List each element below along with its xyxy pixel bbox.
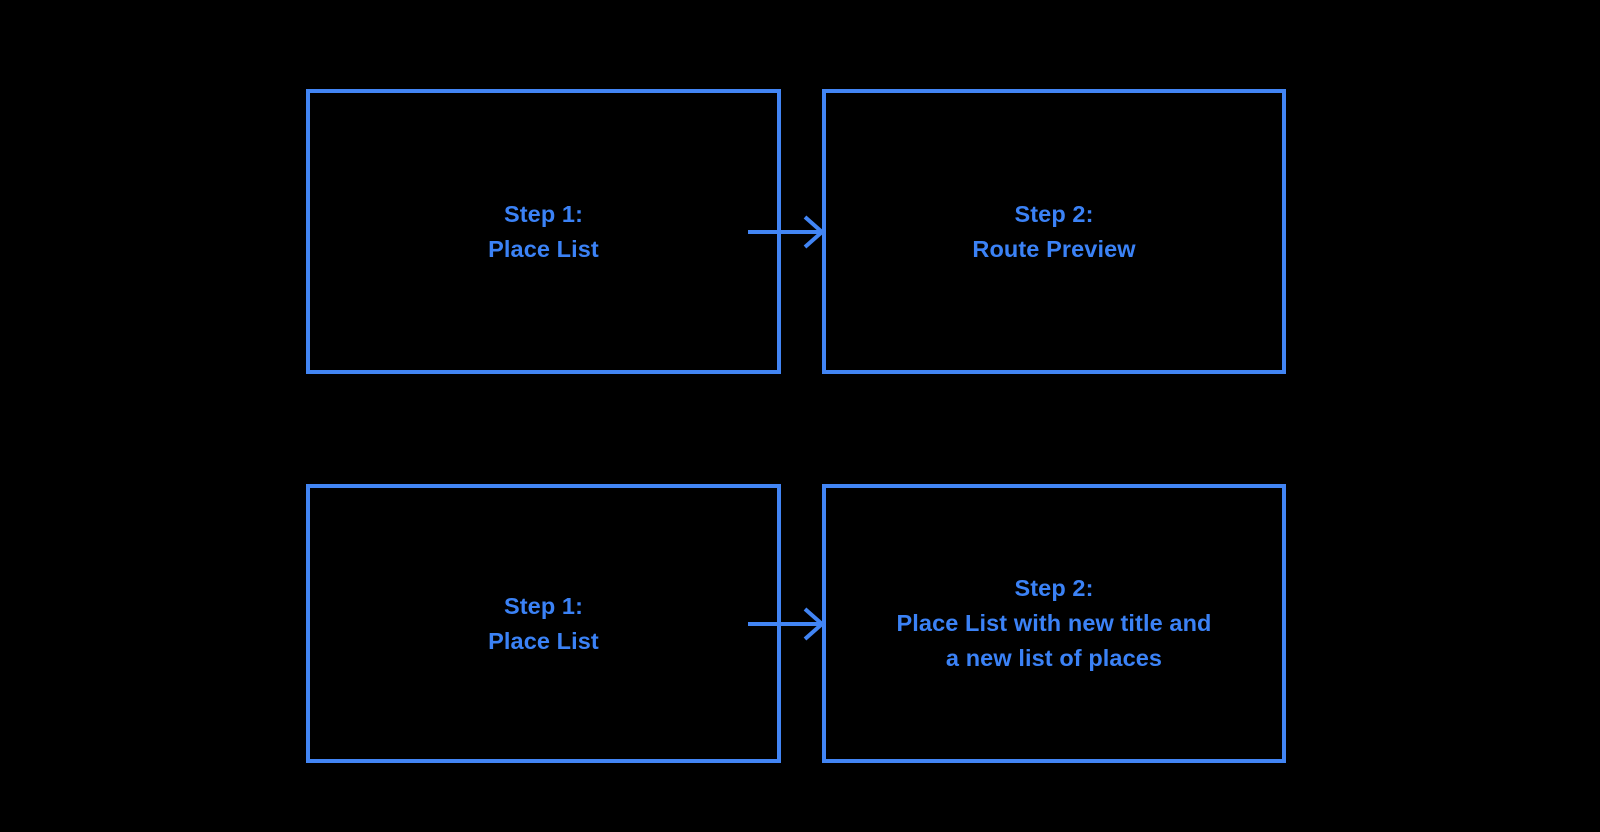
flow-row-place-list-update: Step 1: Place List Step 2: Place List wi… [0, 484, 1600, 763]
step-box-2-place-list-updated[interactable]: Step 2: Place List with new title and a … [822, 484, 1286, 763]
step-box-1-place-list[interactable]: Step 1: Place List [306, 484, 781, 763]
step-box-label: Step 2: Route Preview [972, 200, 1136, 262]
step-box-1-place-list[interactable]: Step 1: Place List [306, 89, 781, 374]
step-box-label: Step 1: Place List [488, 592, 599, 654]
step-box-2-route-preview[interactable]: Step 2: Route Preview [822, 89, 1286, 374]
flow-row-route-preview: Step 1: Place List Step 2: Route Preview [0, 89, 1600, 374]
step-box-label: Step 2: Place List with new title and a … [896, 575, 1212, 671]
step-box-label: Step 1: Place List [488, 200, 599, 262]
